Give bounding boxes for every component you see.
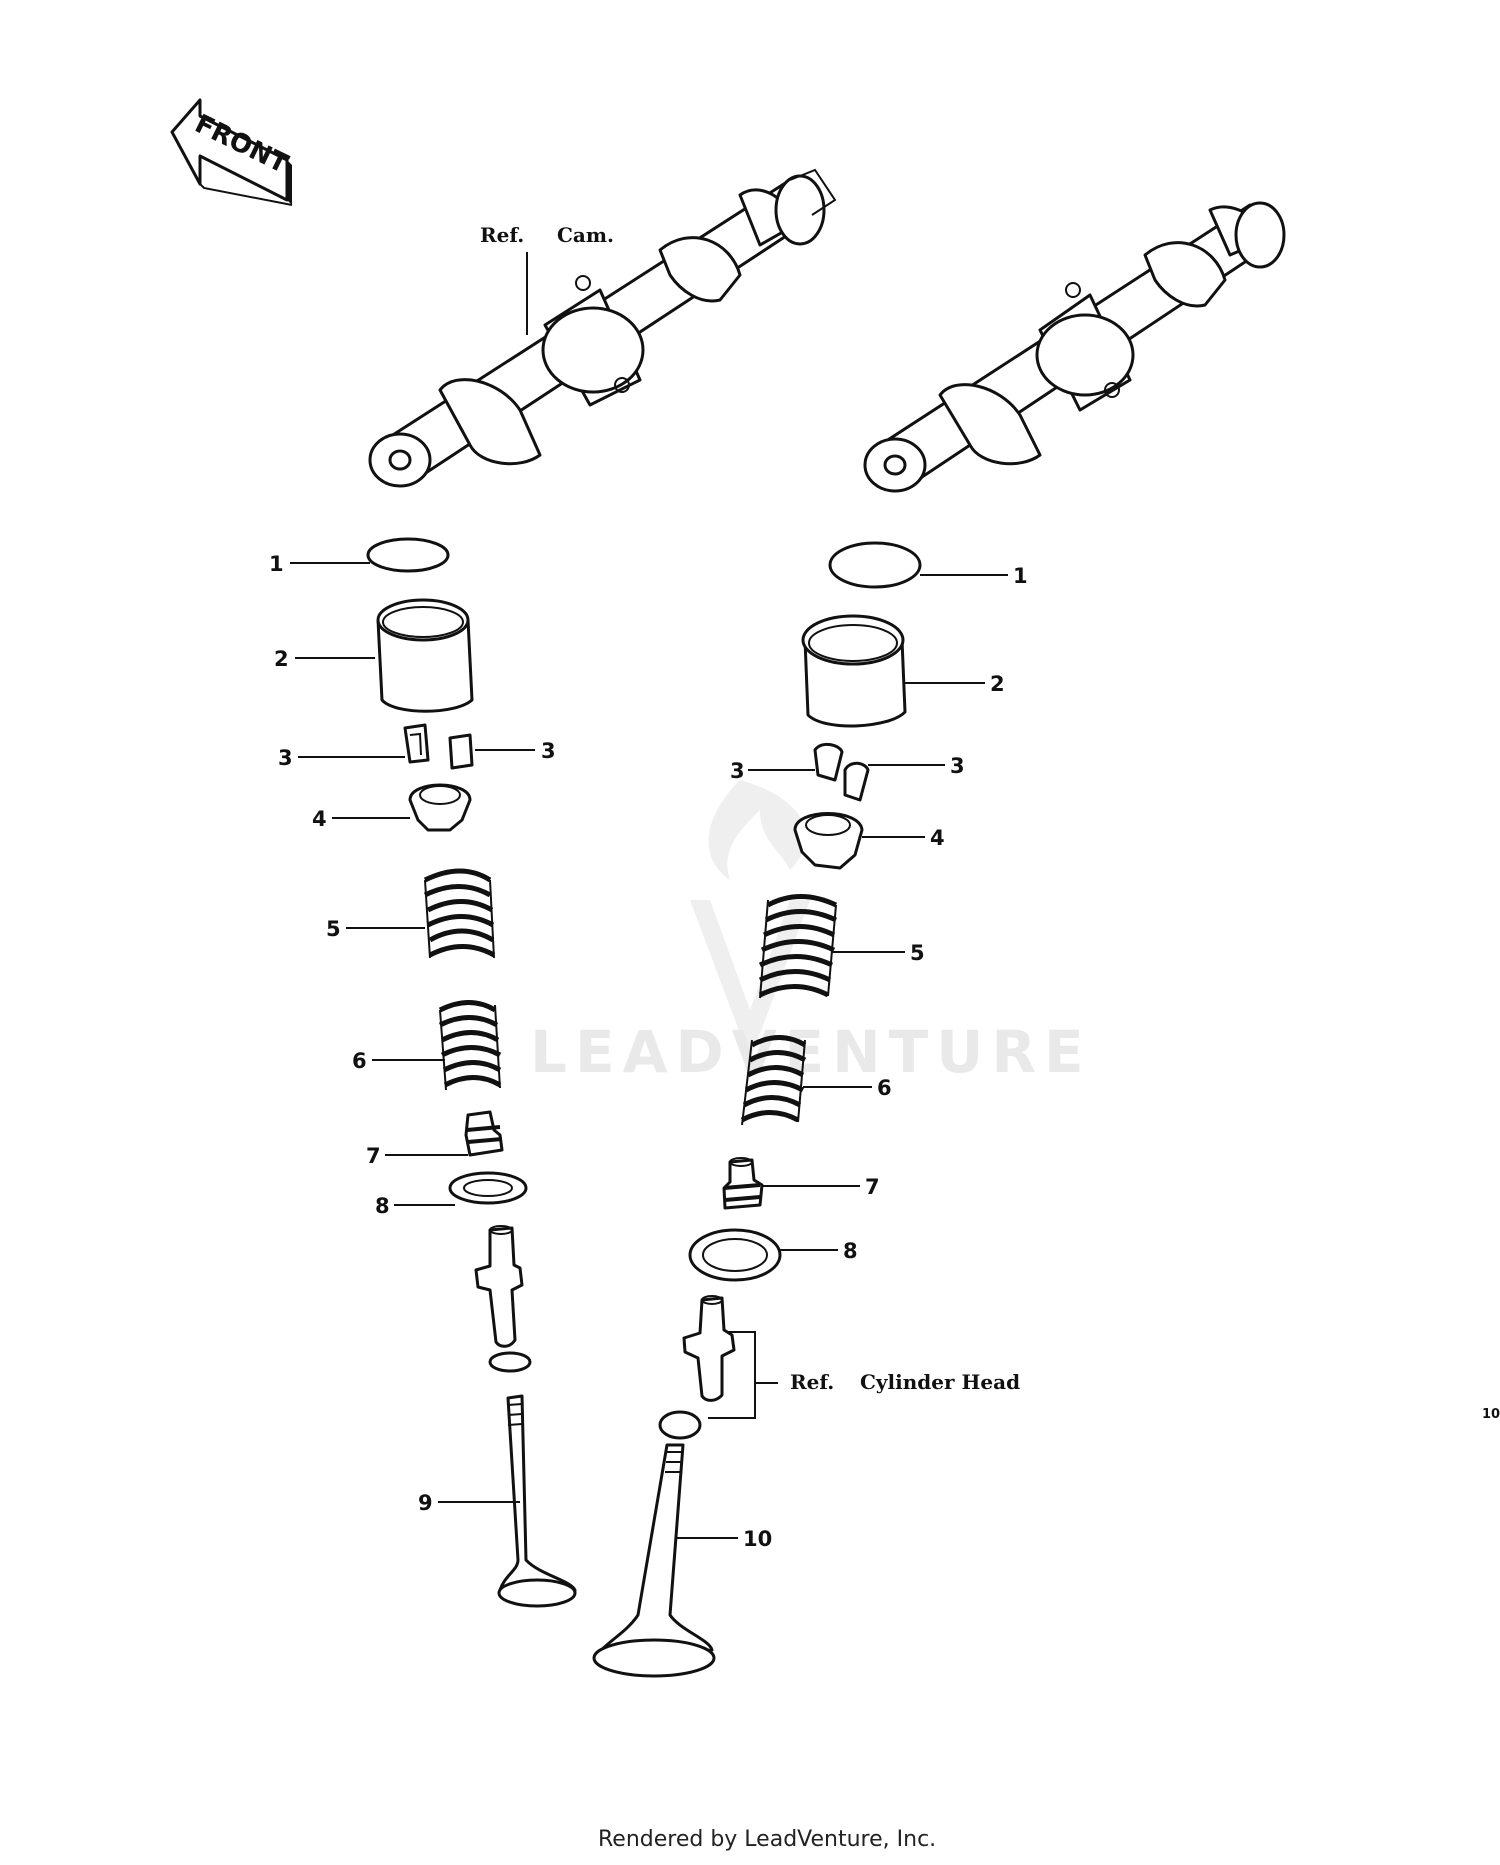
stem-seal-right <box>722 1157 764 1210</box>
callout-right-7: 7 <box>865 1175 880 1199</box>
outer-spring-left <box>423 868 496 959</box>
callout-right-4: 4 <box>930 826 945 850</box>
callout-left-7: 7 <box>366 1144 381 1168</box>
camshaft-left <box>368 168 837 488</box>
right-valve-assembly <box>592 541 922 1678</box>
shim-left <box>366 537 450 573</box>
collet-right-b <box>843 761 870 802</box>
callout-right-5: 5 <box>910 941 925 965</box>
callout-right-3b: 3 <box>950 754 965 778</box>
retainer-right <box>793 812 864 870</box>
collet-left-b <box>448 733 474 770</box>
callout-right-1: 1 <box>1013 564 1028 588</box>
right-callouts: 1 2 3 3 4 5 6 7 8 10 <box>676 564 1028 1551</box>
washer-right <box>688 1228 782 1282</box>
callout-left-3a: 3 <box>278 746 293 770</box>
stem-seal-left <box>464 1110 504 1157</box>
callout-right-2: 2 <box>990 672 1005 696</box>
inner-spring-left <box>438 1000 502 1091</box>
front-arrow-icon: FRONT <box>170 98 293 206</box>
outer-spring-right <box>758 894 838 999</box>
callout-left-2: 2 <box>274 647 289 671</box>
ref-cylinder-head-ref: Ref. <box>790 1370 834 1394</box>
washer-left <box>448 1171 528 1205</box>
collet-left-a <box>403 723 430 764</box>
collet-right-a <box>813 742 844 782</box>
watermark: LEADVENTURE <box>530 780 1092 1086</box>
watermark-text: LEADVENTURE <box>530 1018 1092 1086</box>
retainer-left <box>408 783 472 832</box>
callout-right-6: 6 <box>877 1076 892 1100</box>
ref-cylinder-head-name: Cylinder Head <box>860 1370 1020 1394</box>
shim-right <box>828 541 922 589</box>
ref-cam-name: Cam. <box>557 223 614 247</box>
o-ring-right <box>658 1410 702 1440</box>
callout-left-6: 6 <box>352 1049 367 1073</box>
page-number: 10 <box>1482 1407 1500 1422</box>
tappet-right <box>801 614 907 728</box>
callout-right-8: 8 <box>843 1239 858 1263</box>
callout-left-5: 5 <box>326 917 341 941</box>
tappet-left <box>376 598 474 713</box>
callout-right-10: 10 <box>743 1527 772 1551</box>
camshaft-right <box>863 201 1286 493</box>
ref-cam-ref: Ref. <box>480 223 524 247</box>
valve-guide-right <box>682 1295 736 1402</box>
callout-left-4: 4 <box>312 807 327 831</box>
callout-left-3b: 3 <box>541 739 556 763</box>
inner-spring-right <box>740 1035 807 1126</box>
footer-credit: Rendered by LeadVenture, Inc. <box>598 1827 936 1852</box>
valve-left <box>497 1394 577 1608</box>
callout-left-1: 1 <box>269 552 284 576</box>
left-valve-assembly <box>366 537 577 1608</box>
callout-left-9: 9 <box>418 1491 433 1515</box>
callout-left-8: 8 <box>375 1194 390 1218</box>
valve-right <box>592 1443 716 1678</box>
left-callouts: 1 2 3 3 4 5 6 7 8 9 <box>269 552 556 1515</box>
callout-right-3a: 3 <box>730 759 745 783</box>
valve-guide-left <box>474 1225 524 1348</box>
o-ring-left <box>488 1351 532 1373</box>
